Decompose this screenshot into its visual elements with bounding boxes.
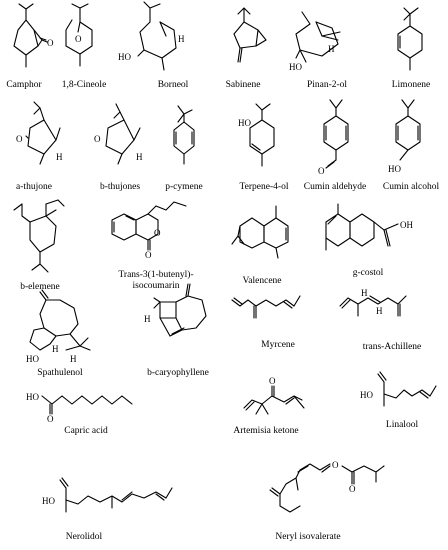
compound-label: Linalool (385, 420, 419, 430)
svg-text:HO: HO (388, 164, 401, 174)
compound-label: Neryl isovalerate (275, 532, 341, 542)
svg-text:HO: HO (289, 62, 302, 72)
svg-text:H: H (361, 288, 368, 298)
svg-text:HO: HO (118, 52, 131, 62)
compound-label: Valencene (242, 276, 282, 286)
svg-text:O: O (318, 166, 325, 176)
compound-label: a-thujone (16, 182, 52, 192)
svg-text:O: O (75, 34, 82, 44)
svg-text:H: H (144, 314, 151, 324)
compound-label: b-caryophyllene (147, 368, 209, 378)
svg-text:HO: HO (26, 392, 39, 402)
compound-label: g-costol (352, 268, 384, 278)
svg-text:H: H (70, 354, 77, 364)
svg-text:O: O (332, 460, 339, 470)
compound-label: trans-Achillene (362, 342, 422, 352)
compound-label: Trans-3(1-butenyl)- isocoumarin (118, 270, 194, 291)
compound-label: b-elemene (20, 282, 60, 292)
compound-label: Capric acid (64, 426, 108, 436)
svg-text:O: O (154, 228, 161, 238)
compound-label: Borneol (157, 80, 189, 90)
compound-label: Sabinene (225, 80, 261, 90)
svg-text:O: O (47, 414, 54, 424)
svg-text:O: O (16, 134, 23, 144)
svg-text:O: O (94, 134, 101, 144)
compound-label: Cumin alcohol (382, 182, 440, 192)
svg-text:HO: HO (238, 118, 251, 128)
compound-label: p-cymene (165, 182, 203, 192)
compound-label: Nerolidol (65, 532, 103, 542)
compound-label: Artemisia ketone (233, 426, 299, 436)
svg-text:H: H (376, 306, 383, 316)
svg-text:O: O (145, 250, 152, 260)
compound-label: 1,8-Cineole (61, 80, 107, 90)
compound-label: Limonene (391, 80, 431, 90)
svg-text:HO: HO (26, 354, 39, 364)
compound-label: b-thujones (99, 182, 141, 192)
svg-text:H: H (136, 152, 143, 162)
svg-text:O: O (269, 376, 276, 386)
svg-text:H: H (52, 344, 59, 354)
svg-text:HO: HO (360, 390, 373, 400)
svg-text:H: H (178, 34, 185, 44)
compound-label: Pinan-2-ol (306, 80, 348, 90)
svg-text:OH: OH (400, 220, 413, 230)
svg-text:HO: HO (42, 496, 55, 506)
svg-text:H: H (56, 152, 63, 162)
svg-text:H: H (328, 44, 335, 54)
compound-label: Terpene-4-ol (239, 182, 289, 192)
svg-text:O: O (349, 484, 356, 494)
compound-label: Spathulenol (37, 368, 83, 378)
compound-label: Cumin aldehyde (303, 182, 367, 192)
svg-text:O: O (47, 38, 54, 48)
compound-label: Camphor (6, 80, 42, 90)
compound-label: Myrcene (261, 340, 295, 350)
